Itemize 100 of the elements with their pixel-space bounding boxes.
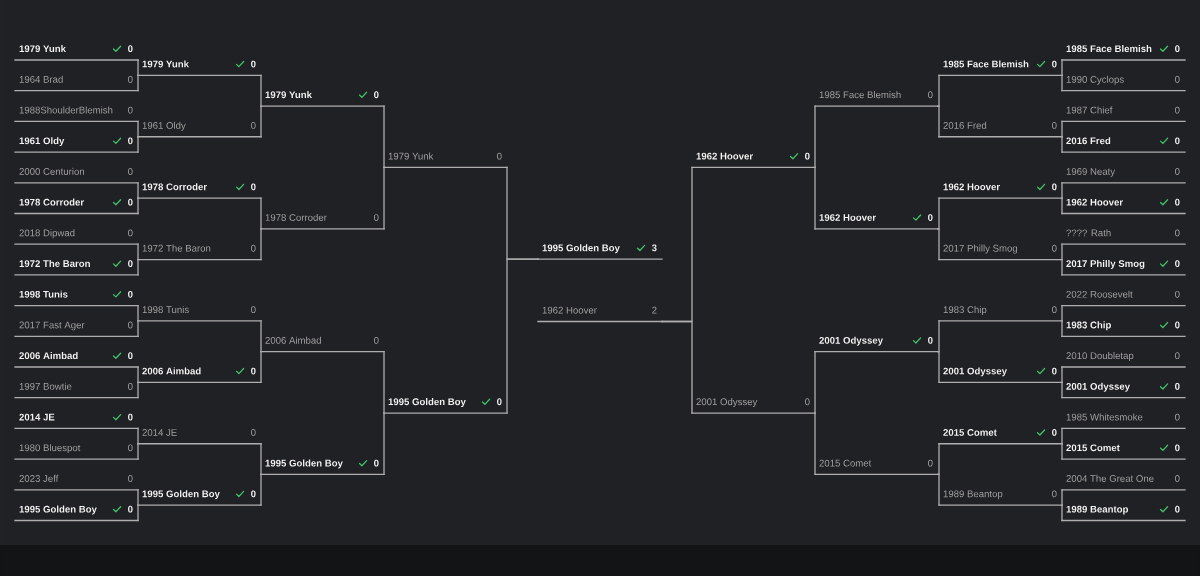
team-name: ???? Rath bbox=[1066, 229, 1111, 237]
score: 0 bbox=[1175, 137, 1180, 145]
team-name: 2023 Jeff bbox=[19, 474, 59, 482]
score: 0 bbox=[128, 137, 133, 145]
team-name: 1987 Chief bbox=[1066, 106, 1113, 114]
team-name: 2000 Centurion bbox=[19, 167, 84, 175]
bracket-connector bbox=[137, 59, 139, 76]
team-name: 1985 Face Blemish bbox=[1066, 45, 1152, 53]
bracket-connector bbox=[383, 351, 385, 414]
bracket-connector bbox=[260, 105, 262, 138]
bracket-connector bbox=[137, 197, 139, 215]
score: 3 bbox=[651, 244, 657, 252]
bracket-connector bbox=[1061, 74, 1063, 92]
score: 0 bbox=[251, 122, 256, 129]
bracket-connector bbox=[137, 304, 139, 322]
bracket-connector bbox=[1061, 136, 1063, 153]
team-name: 1978 Corroder bbox=[19, 198, 84, 206]
team-name: 2017 Philly Smog bbox=[943, 244, 1018, 254]
score: 0 bbox=[1175, 45, 1180, 53]
bracket-connector bbox=[260, 320, 262, 353]
team-name: 1995 Golden Boy bbox=[388, 398, 466, 408]
bracket-connector bbox=[814, 412, 816, 476]
team-name: 2016 Fred bbox=[943, 121, 987, 129]
bracket-connector bbox=[814, 351, 816, 414]
score: 0 bbox=[497, 152, 502, 160]
score: 0 bbox=[1175, 198, 1180, 206]
team-name: 1998 Tunis bbox=[142, 306, 189, 314]
team-name: 2001 Odyssey bbox=[943, 367, 1007, 377]
team-name: 2014 JE bbox=[142, 429, 177, 436]
bracket-connector bbox=[137, 243, 139, 261]
team-name: 2006 Aimbad bbox=[19, 352, 78, 360]
bracket-connector bbox=[1061, 243, 1063, 261]
score: 0 bbox=[128, 260, 133, 267]
score: 0 bbox=[1175, 260, 1180, 267]
team-name: 1980 Bluespot bbox=[19, 444, 81, 454]
bracket-connector bbox=[1061, 381, 1063, 399]
team-name: 2010 Doubletap bbox=[1066, 352, 1134, 361]
team-name: 1969 Neaty bbox=[1066, 168, 1116, 177]
team-name: 1990 Cyclops bbox=[1066, 75, 1124, 85]
bracket-connector bbox=[1061, 320, 1063, 337]
score: 2 bbox=[652, 306, 657, 314]
bracket-connector bbox=[383, 166, 385, 230]
score: 0 bbox=[805, 152, 810, 160]
team-name: 1995 Golden Boy bbox=[19, 505, 97, 515]
score: 0 bbox=[128, 383, 133, 390]
bracket-connector bbox=[260, 228, 262, 261]
team-name: 2004 The Great One bbox=[1066, 474, 1154, 482]
score: 0 bbox=[128, 106, 133, 114]
team-name: 2006 Aimbad bbox=[265, 336, 321, 344]
team-name: 2015 Comet bbox=[1066, 444, 1120, 452]
bracket-connector bbox=[937, 351, 940, 383]
team-name: 2015 Comet bbox=[943, 429, 997, 436]
bracket-connector bbox=[260, 351, 262, 383]
score: 0 bbox=[1175, 352, 1180, 360]
team-name: 1962 Hoover bbox=[1066, 198, 1123, 206]
team-name: 1961 Oldy bbox=[142, 121, 186, 131]
score: 0 bbox=[128, 76, 133, 83]
team-name: 1979 Yunk bbox=[265, 91, 312, 99]
score: 0 bbox=[128, 321, 133, 329]
score: 0 bbox=[1175, 444, 1180, 452]
score: 0 bbox=[251, 244, 256, 252]
bracket-connector bbox=[137, 120, 139, 138]
score: 0 bbox=[1175, 229, 1180, 237]
team-name: 1995 Golden Boy bbox=[142, 490, 220, 500]
team-name: 2017 Philly Smog bbox=[1066, 259, 1145, 269]
team-name: 2006 Aimbad bbox=[142, 367, 201, 375]
bracket-connector bbox=[661, 320, 693, 414]
score: 0 bbox=[128, 444, 133, 452]
bracket-connector bbox=[1061, 258, 1063, 276]
team-name: 1983 Chip bbox=[1066, 321, 1111, 331]
bracket-connector bbox=[1061, 120, 1063, 138]
score: 0 bbox=[497, 398, 502, 406]
score: 0 bbox=[1175, 475, 1180, 482]
team-name: 1988ShoulderBlemish bbox=[19, 106, 113, 114]
score: 0 bbox=[1052, 490, 1057, 498]
bracket-connector bbox=[260, 74, 262, 107]
score: 0 bbox=[1052, 306, 1057, 314]
score: 0 bbox=[251, 306, 256, 314]
score: 0 bbox=[1175, 76, 1180, 83]
score: 0 bbox=[251, 490, 256, 498]
team-name: 1995 Golden Boy bbox=[542, 244, 620, 254]
score: 0 bbox=[128, 505, 133, 513]
score: 0 bbox=[374, 336, 379, 344]
bracket-connector bbox=[937, 74, 940, 107]
team-name: 1985 Whitesmoke bbox=[1066, 413, 1143, 421]
bracket-connector bbox=[937, 473, 940, 506]
team-name: 1985 Face Blemish bbox=[943, 60, 1029, 68]
team-name: 2016 Fred bbox=[1066, 137, 1111, 145]
team-name: 1983 Chip bbox=[943, 306, 987, 315]
bracket-connector bbox=[814, 105, 816, 169]
score: 0 bbox=[251, 367, 256, 375]
score: 0 bbox=[374, 91, 379, 99]
team-name: 1997 Bowtie bbox=[19, 382, 72, 390]
team-name: 1979 Yunk bbox=[388, 152, 434, 160]
score: 0 bbox=[1175, 290, 1180, 298]
bracket-connector bbox=[260, 197, 262, 230]
score: 0 bbox=[1175, 413, 1180, 421]
bracket-connector bbox=[137, 504, 139, 522]
bracket-connector bbox=[1061, 182, 1063, 199]
team-name: 2001 Odyssey bbox=[1066, 382, 1130, 392]
